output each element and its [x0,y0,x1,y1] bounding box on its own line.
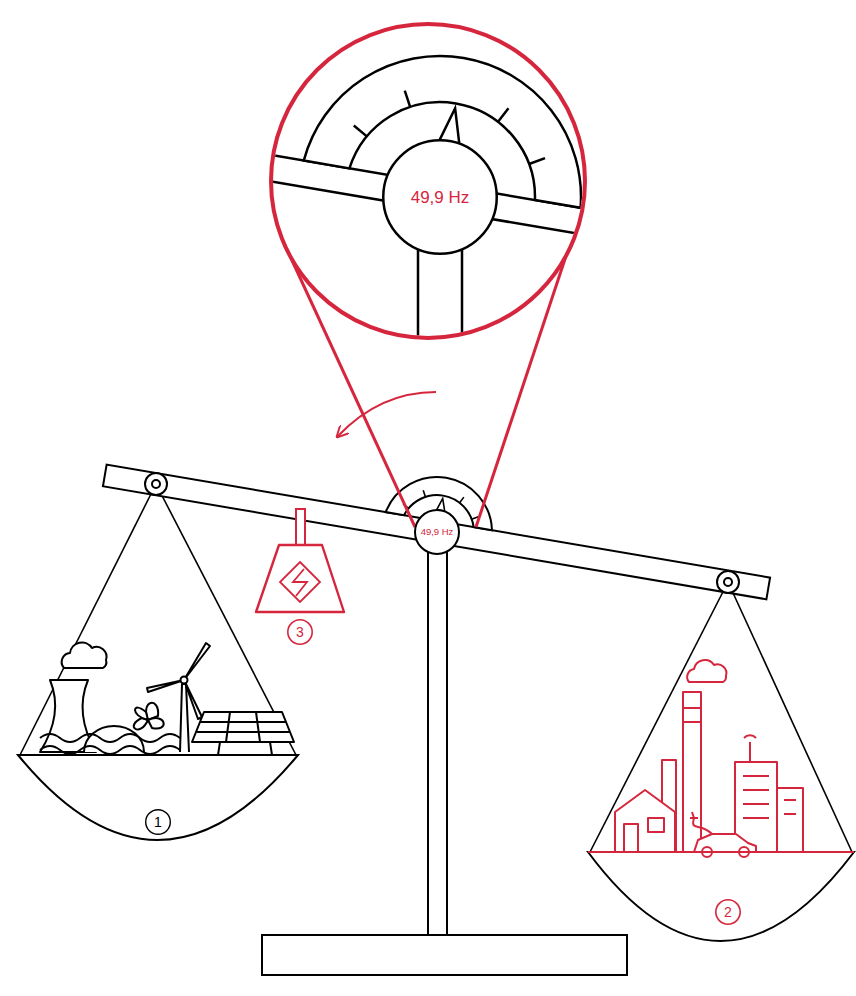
wind-blade [184,680,202,719]
turbine-blade [148,718,164,728]
gauge-tick [352,126,368,137]
gauge-tick [498,107,508,123]
callout-number: 1 [154,815,162,829]
wind-blade [184,643,210,680]
circle-outline [716,900,740,924]
circle-outline [146,810,171,835]
balancing-weight [256,545,344,612]
pan-string [590,582,728,852]
water-wave [40,734,180,742]
wind-hub [181,677,188,684]
circle-outline [383,140,497,254]
callout-circle: 2 [715,899,741,925]
callout-number: 2 [724,905,732,919]
generation-icons [40,642,294,755]
callout-circle: 3 [287,619,313,645]
house-window [648,818,664,832]
chimney-stripes [683,708,701,722]
water-wave [40,746,180,754]
scale-post [428,545,447,935]
lightning-symbol [293,569,307,596]
beam-bar [103,465,770,600]
balance-beam [43,0,856,277]
pan-hanger [145,473,167,495]
gauge-needle [440,107,465,144]
reactor-dome [84,726,144,752]
generation-pan [18,755,298,840]
wind-tower [180,684,189,752]
gauge-tick [402,91,412,107]
antenna [744,735,756,762]
gauge-dial: 49,9 Hz [382,139,498,255]
circle-outline [288,620,312,644]
wind-blade [147,680,184,692]
weight-diamond [280,562,320,602]
office-building [777,788,803,852]
house [615,790,675,852]
weight-hook [296,509,305,545]
balance-beam [103,421,778,599]
frequency-reading: 49,9 Hz [411,189,470,206]
pan-hanger [152,480,160,488]
solar-panel [192,712,294,742]
gauge-needle [437,498,447,511]
magnified-gauge [43,0,856,417]
gauge-tick [422,490,426,497]
pan-string [156,484,296,755]
magnifier-ring [271,24,585,338]
smoke-cloud [687,660,726,682]
beam-bar [43,117,836,277]
steam-cloud [62,642,107,668]
consumption-icons [615,660,803,857]
solar-grid [197,712,290,742]
circle-outline [415,510,459,554]
tilt-arrow [338,392,436,436]
gauge-dial: 49,9 Hz [414,509,460,555]
scale-base [262,935,627,975]
consumption-pan [588,852,854,941]
solar-stand [218,742,272,755]
charging-plug [690,812,712,834]
frequency-reading: 49,9 Hz [421,527,454,537]
pan-ground [588,851,854,853]
callout-number: 3 [296,625,304,639]
pan-hanger [724,578,732,586]
gauge-tick [460,497,464,504]
gauge-tick [529,156,545,167]
pan-string [20,484,156,755]
pan-hanger [717,571,739,593]
turbine-blade [135,708,148,720]
callout-circle: 1 [145,809,171,835]
pan-string [728,582,852,852]
building-windows [743,776,796,818]
house-door [624,824,638,852]
